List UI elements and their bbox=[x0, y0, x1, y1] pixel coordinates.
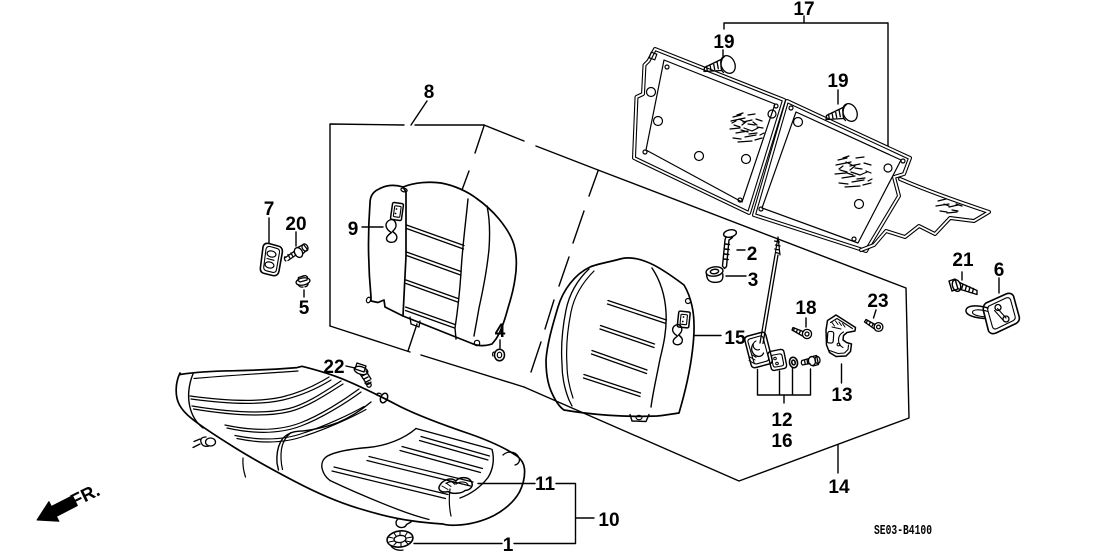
svg-text:8: 8 bbox=[424, 82, 435, 103]
svg-text:1: 1 bbox=[503, 535, 514, 553]
svg-text:5: 5 bbox=[299, 298, 310, 319]
svg-text:7: 7 bbox=[264, 199, 275, 220]
svg-text:9: 9 bbox=[348, 219, 359, 240]
svg-text:21: 21 bbox=[952, 250, 974, 271]
svg-text:14: 14 bbox=[828, 477, 850, 498]
svg-text:16: 16 bbox=[771, 431, 792, 452]
svg-text:22: 22 bbox=[323, 357, 344, 378]
svg-text:15: 15 bbox=[724, 328, 746, 349]
svg-text:18: 18 bbox=[795, 298, 816, 319]
svg-text:13: 13 bbox=[831, 385, 852, 406]
svg-text:23: 23 bbox=[867, 291, 888, 312]
svg-text:19: 19 bbox=[713, 32, 734, 53]
svg-text:12: 12 bbox=[771, 410, 792, 431]
svg-text:10: 10 bbox=[598, 510, 619, 531]
svg-text:2: 2 bbox=[747, 244, 758, 265]
svg-text:3: 3 bbox=[748, 270, 759, 291]
svg-text:19: 19 bbox=[827, 71, 848, 92]
svg-text:6: 6 bbox=[994, 260, 1005, 281]
svg-text:11: 11 bbox=[535, 474, 556, 495]
svg-text:17: 17 bbox=[793, 0, 814, 20]
svg-text:20: 20 bbox=[285, 214, 306, 235]
svg-text:SE03-B4100: SE03-B4100 bbox=[874, 523, 932, 539]
